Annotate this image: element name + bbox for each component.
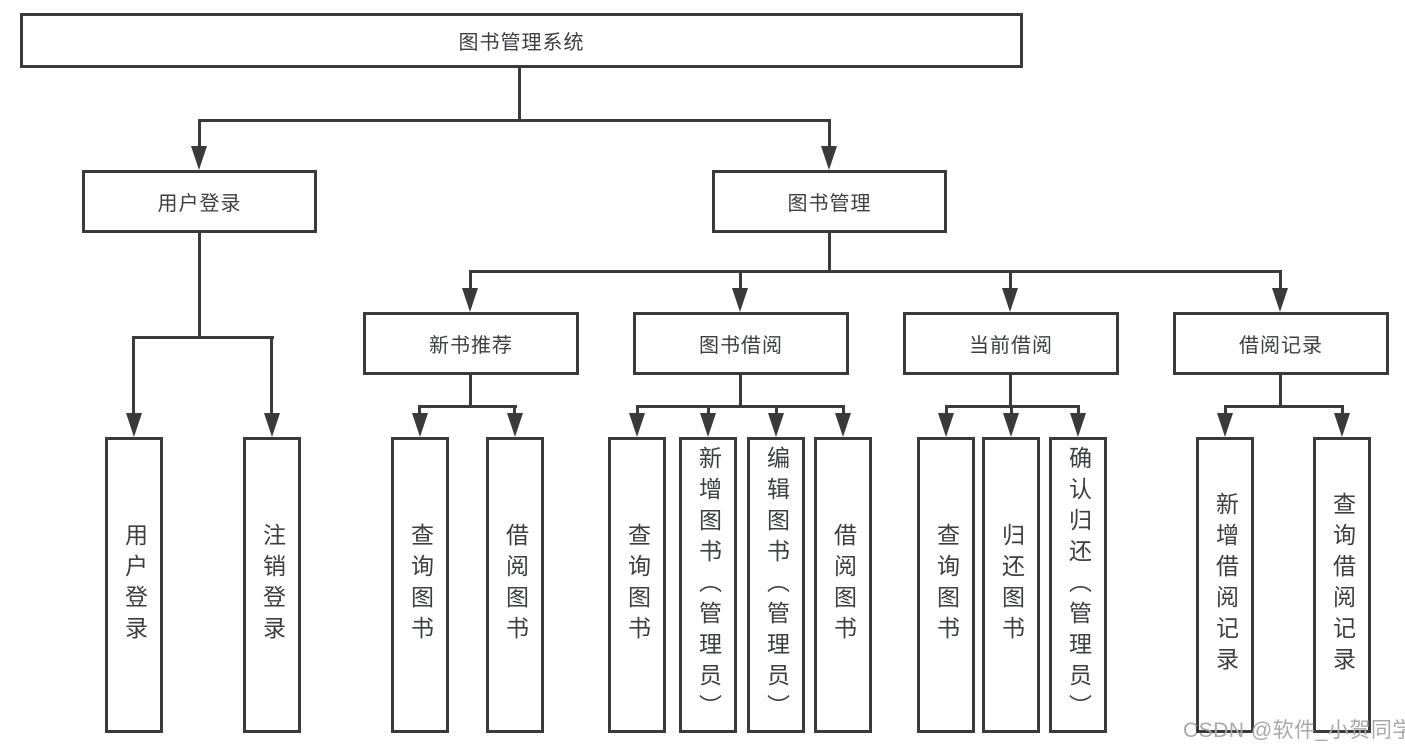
node-leaf-cb-query: 查询图书 (917, 437, 975, 733)
node-leaf-user-login: 用户登录 (105, 437, 163, 733)
node-current-borrow-label: 当前借阅 (969, 335, 1053, 357)
arrowhead-borrow-records (1272, 288, 1288, 312)
arrowhead-br-add (1217, 413, 1233, 437)
connector-drop-book-borrow (739, 270, 742, 292)
connector-drop-br-query (1341, 405, 1344, 415)
connector-user-login-bar (132, 336, 274, 339)
connector-new-book-rec-stem (469, 375, 472, 407)
node-leaf-br-query-label: 查询借阅记录 (1329, 492, 1356, 678)
node-user-login-label: 用户登录 (157, 193, 242, 215)
node-leaf-bb-edit-label: 编辑图书（管理员） (763, 445, 790, 725)
connector-user-login-stem (198, 233, 201, 339)
node-book-borrow: 图书借阅 (633, 312, 849, 375)
node-leaf-cb-return-label: 归还图书 (998, 523, 1025, 647)
node-leaf-br-add-label: 新增借阅记录 (1212, 492, 1239, 678)
connector-drop-leaf-logout (270, 336, 273, 417)
node-leaf-cb-confirm: 确认归还（管理员） (1049, 437, 1107, 733)
node-leaf-nbr-borrow-label: 借阅图书 (502, 523, 529, 647)
arrowhead-current-borrow (1002, 288, 1018, 312)
arrowhead-br-query (1334, 413, 1350, 437)
node-leaf-cb-return: 归还图书 (982, 437, 1040, 733)
connector-book-borrow-stem (739, 375, 742, 407)
connector-drop-cb-confirm (1077, 405, 1080, 415)
arrowhead-nbr-borrow (507, 413, 523, 437)
node-leaf-br-query: 查询借阅记录 (1313, 437, 1371, 733)
connector-book-borrow-bar (636, 405, 845, 408)
node-leaf-logout-label: 注销登录 (259, 523, 286, 647)
node-user-login: 用户登录 (82, 170, 317, 233)
node-leaf-bb-query-label: 查询图书 (624, 523, 651, 647)
node-leaf-bb-borrow-label: 借阅图书 (830, 523, 857, 647)
node-leaf-nbr-borrow: 借阅图书 (486, 437, 544, 733)
connector-current-borrow-stem (1009, 375, 1012, 407)
node-leaf-bb-add: 新增图书（管理员） (679, 437, 737, 733)
node-leaf-logout: 注销登录 (243, 437, 301, 733)
arrowhead-book-borrow (732, 288, 748, 312)
connector-drop-new-book-rec (469, 270, 472, 292)
node-leaf-user-login-label: 用户登录 (121, 523, 148, 647)
connector-book-mgmt-bar (469, 270, 1282, 273)
connector-drop-nbr-borrow (513, 405, 516, 415)
node-leaf-nbr-query-label: 查询图书 (407, 523, 434, 647)
arrowhead-cb-query (938, 413, 954, 437)
node-book-mgmt-label: 图书管理 (787, 193, 872, 215)
connector-drop-book-mgmt (828, 119, 831, 148)
arrowhead-nbr-query (412, 413, 428, 437)
connector-drop-bb-add (707, 405, 710, 415)
arrowhead-cb-confirm (1070, 413, 1086, 437)
node-new-book-rec: 新书推荐 (363, 312, 579, 375)
connector-root-bar (198, 119, 831, 122)
arrowhead-user-login (191, 146, 207, 170)
node-root: 图书管理系统 (20, 13, 1023, 68)
connector-drop-bb-query (636, 405, 639, 415)
node-new-book-rec-label: 新书推荐 (429, 335, 513, 357)
node-leaf-bb-add-label: 新增图书（管理员） (695, 445, 722, 725)
arrowhead-new-book-rec (462, 288, 478, 312)
connector-drop-borrow-records (1279, 270, 1282, 292)
connector-drop-br-add (1224, 405, 1227, 415)
connector-drop-bb-edit (775, 405, 778, 415)
node-leaf-nbr-query: 查询图书 (391, 437, 449, 733)
arrowhead-leaf-logout (264, 413, 280, 437)
csdn-watermark: CSDN @软件_小贺同学 (1183, 719, 1405, 742)
node-leaf-cb-query-label: 查询图书 (933, 523, 960, 647)
connector-borrow-records-stem (1279, 375, 1282, 407)
node-root-label: 图书管理系统 (458, 32, 585, 54)
connector-borrow-records-bar (1224, 405, 1344, 408)
connector-root-stem (518, 68, 521, 122)
node-leaf-bb-query: 查询图书 (608, 437, 666, 733)
arrowhead-bb-query (629, 413, 645, 437)
connector-drop-user-login (198, 119, 201, 148)
arrowhead-bb-edit (768, 413, 784, 437)
connector-drop-bb-borrow (842, 405, 845, 415)
connector-drop-cb-query (945, 405, 948, 415)
node-leaf-cb-confirm-label: 确认归还（管理员） (1065, 445, 1092, 725)
connector-drop-current-borrow (1009, 270, 1012, 292)
node-leaf-bb-borrow: 借阅图书 (814, 437, 872, 733)
arrowhead-bb-borrow (835, 413, 851, 437)
connector-new-book-rec-bar (419, 405, 517, 408)
connector-drop-leaf-user-login (132, 336, 135, 417)
node-leaf-br-add: 新增借阅记录 (1196, 437, 1254, 733)
arrowhead-book-mgmt (821, 146, 837, 170)
node-book-borrow-label: 图书借阅 (699, 335, 783, 357)
connector-book-mgmt-stem (828, 233, 831, 272)
arrowhead-leaf-user-login (126, 413, 142, 437)
connector-drop-cb-return (1010, 405, 1013, 415)
node-borrow-records: 借阅记录 (1173, 312, 1389, 375)
node-book-mgmt: 图书管理 (712, 170, 947, 233)
node-leaf-bb-edit: 编辑图书（管理员） (747, 437, 805, 733)
arrowhead-bb-add (700, 413, 716, 437)
arrowhead-cb-return (1003, 413, 1019, 437)
connector-drop-nbr-query (418, 405, 421, 415)
node-borrow-records-label: 借阅记录 (1239, 335, 1323, 357)
node-current-borrow: 当前借阅 (903, 312, 1119, 375)
